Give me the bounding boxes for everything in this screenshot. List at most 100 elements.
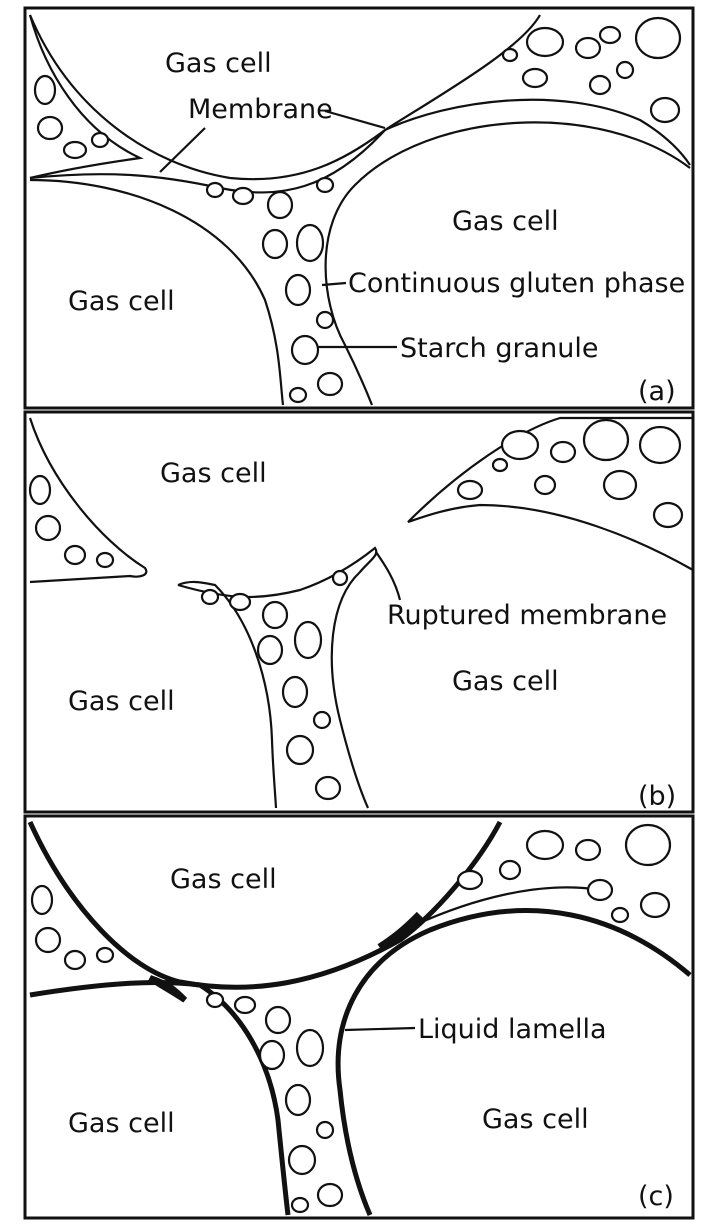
panel-b-gas-cell-right: Gas cell <box>452 666 559 697</box>
starch-granule <box>233 995 257 1015</box>
starch-granule <box>652 501 684 529</box>
panel-b-gas-cell-left: Gas cell <box>68 686 175 717</box>
starch-granule <box>598 25 622 45</box>
panel-b-gas-cell-top: Gas cell <box>160 458 267 489</box>
panel-c-tag: (c) <box>638 1181 674 1212</box>
starch-granule <box>634 16 682 60</box>
starch-granule <box>62 140 88 160</box>
starch-granule <box>312 710 332 730</box>
panel-b-ruptured-leader <box>375 551 402 601</box>
starch-granule <box>315 176 335 194</box>
starch-granule <box>34 926 62 954</box>
starch-granule <box>500 429 540 461</box>
panel-a-gluten-label: Continuous gluten phase <box>348 268 685 299</box>
panel-c-lamella-junction-left <box>148 975 188 1003</box>
panel-a-membrane-label: Membrane <box>188 94 333 125</box>
starch-granule <box>639 891 671 919</box>
starch-granule <box>615 60 635 80</box>
panel-a-membrane-leader <box>159 109 386 173</box>
starch-granule <box>205 181 225 199</box>
starch-granule <box>649 96 681 124</box>
starch-granule <box>314 775 342 801</box>
starch-granule <box>610 906 630 924</box>
starch-granule <box>231 186 255 206</box>
starch-granule <box>456 479 484 501</box>
panel-a-gluten-right-top <box>384 98 691 166</box>
panel-a-gluten-left <box>28 14 144 180</box>
panel-b-tag: (b) <box>638 781 676 812</box>
starch-granule <box>258 1039 286 1071</box>
panel-a-gluten-leader <box>321 281 347 287</box>
panel-c-starch-granules <box>30 823 672 1214</box>
panel-a-right-cell-boundary <box>324 121 691 406</box>
starch-granule <box>290 1196 310 1214</box>
panel-c-gluten-right-top <box>414 886 601 927</box>
starch-granule <box>574 36 602 60</box>
starch-granule <box>525 26 565 58</box>
starch-granule <box>281 675 309 709</box>
starch-granule <box>34 514 62 542</box>
starch-granule <box>501 47 519 63</box>
panel-a-starch-label: Starch granule <box>400 333 598 364</box>
starch-granule <box>95 946 115 964</box>
panel-c-left-cell-boundary <box>29 980 291 1216</box>
starch-granule <box>30 884 54 916</box>
starch-granule <box>90 131 110 149</box>
panel-b: Gas cell Gas cell Gas cell Ruptured memb… <box>23 410 695 814</box>
starch-granule <box>315 310 335 330</box>
starch-granule <box>533 474 557 496</box>
panel-a-gas-cell-top: Gas cell <box>165 48 272 79</box>
panel-c-right-cell-boundary <box>335 908 692 1216</box>
panel-c: Gas cell Gas cell Gas cell Liquid lamell… <box>23 814 695 1220</box>
starch-granule <box>638 425 682 465</box>
starch-granule <box>261 228 289 260</box>
panel-a-left-cell-boundary <box>29 178 285 406</box>
starch-granule <box>261 600 289 630</box>
panel-c-lamella-label: Liquid lamella <box>418 1014 607 1045</box>
panel-a: Gas cell Gas cell Gas cell Membrane Cont… <box>23 6 695 410</box>
starch-granule <box>588 74 612 96</box>
panel-c-gas-cell-right: Gas cell <box>482 1104 589 1135</box>
starch-granule <box>228 592 252 612</box>
panel-b-left-cell-boundary <box>177 580 278 809</box>
starch-granule <box>256 634 284 666</box>
panel-b-frame <box>23 410 695 814</box>
starch-granule <box>574 838 602 862</box>
starch-granule <box>491 457 509 473</box>
starch-granule <box>36 115 64 141</box>
starch-granule <box>284 273 312 307</box>
starch-granule <box>525 829 565 861</box>
starch-granule <box>63 949 87 971</box>
starch-granule <box>315 1120 335 1140</box>
panel-b-gluten-fragment-left <box>28 417 148 584</box>
starch-granule <box>293 620 323 660</box>
starch-granule <box>33 74 57 106</box>
starch-granule <box>284 1083 312 1117</box>
starch-granule <box>331 569 349 587</box>
starch-granule <box>264 1005 292 1035</box>
panel-a-tag: (a) <box>638 376 676 407</box>
starch-granule <box>316 1182 344 1208</box>
panel-b-ruptured-label: Ruptured membrane <box>387 600 667 631</box>
starch-granule <box>549 440 577 464</box>
starch-granule <box>95 551 115 569</box>
panel-b-gluten-fragment-right <box>407 416 695 572</box>
starch-granule <box>602 469 638 501</box>
starch-granule <box>266 190 294 220</box>
starch-granule <box>498 859 522 881</box>
starch-granule <box>295 1028 325 1068</box>
panel-c-gas-cell-left: Gas cell <box>68 1108 175 1139</box>
panel-b-gluten-fragment-center <box>177 546 378 809</box>
starch-granule <box>624 823 672 867</box>
starch-granule <box>295 223 325 263</box>
starch-granule <box>316 371 344 397</box>
panel-c-lamella-leader <box>344 1026 416 1032</box>
starch-granule <box>285 734 315 766</box>
panel-c-lamella-junction-right <box>377 911 424 952</box>
panel-a-top-cell-boundary <box>28 14 541 181</box>
starch-granule <box>287 1144 317 1176</box>
panel-a-gas-cell-right: Gas cell <box>452 206 559 237</box>
starch-granule <box>200 588 220 606</box>
panel-c-frame <box>23 814 695 1220</box>
